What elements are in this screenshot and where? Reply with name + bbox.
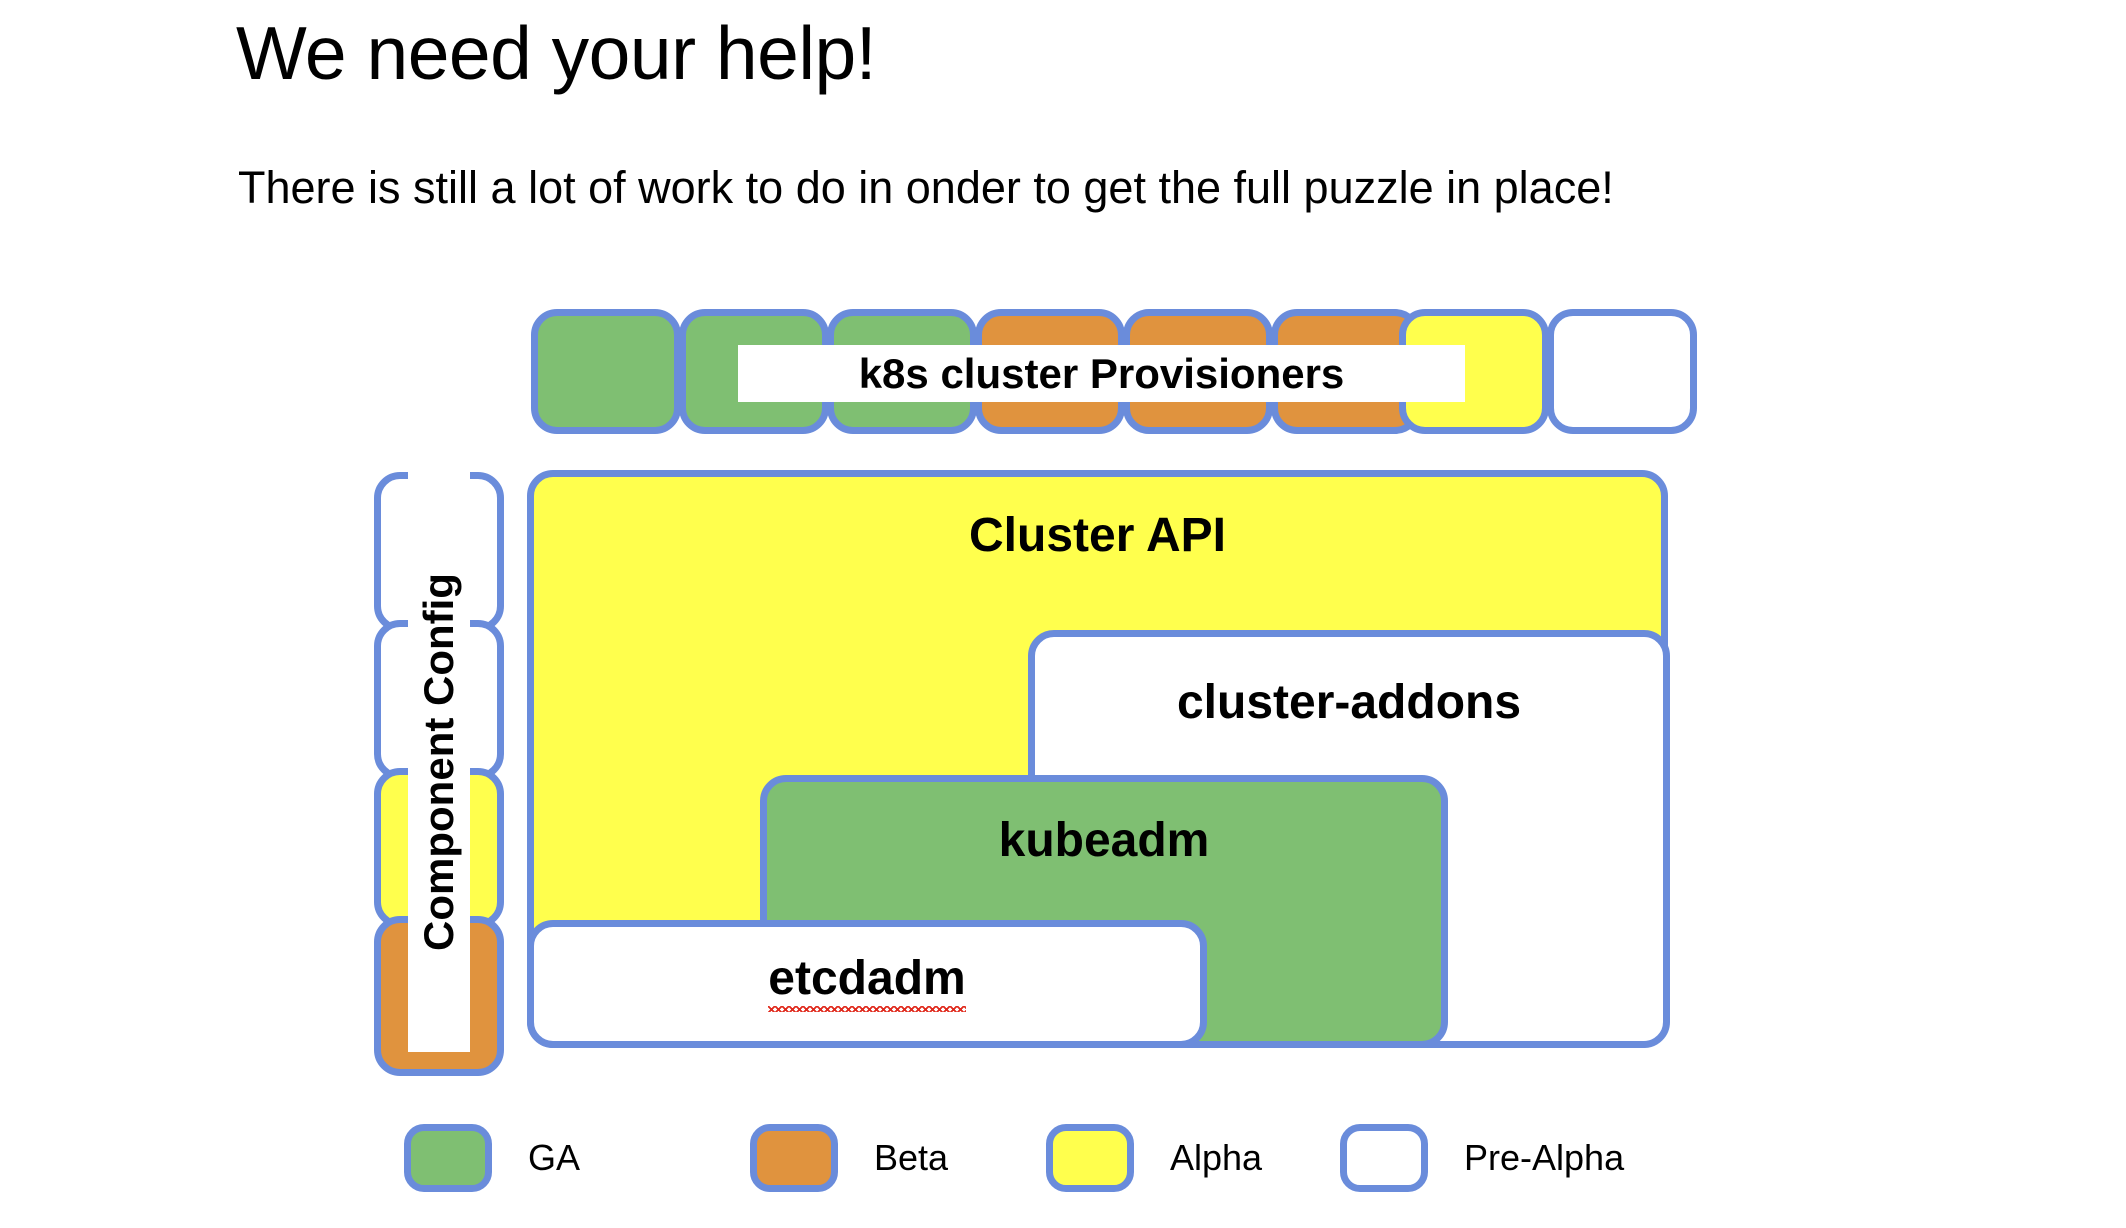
cluster-api-label: Cluster API — [969, 509, 1226, 562]
etcdadm-box[interactable]: etcdadm — [527, 920, 1207, 1048]
cluster-addons-label: cluster-addons — [1176, 676, 1522, 729]
component-config-label-plate: Component Config — [408, 472, 470, 1052]
etcdadm-label-wrap: etcdadm — [534, 952, 1200, 1012]
k8s-cluster-provisioners-label: k8s cluster Provisioners — [858, 349, 1345, 397]
legend-label-alpha: Alpha — [1170, 1137, 1263, 1178]
legend-label-pre-alpha: Pre-Alpha — [1464, 1137, 1625, 1178]
legend-item-alpha: Alpha — [1046, 1124, 1262, 1192]
legend-item-beta: Beta — [750, 1124, 948, 1192]
k8s-cluster-provisioners-label-plate: k8s cluster Provisioners — [738, 345, 1465, 402]
legend-label-beta: Beta — [874, 1137, 949, 1178]
provisioner-cell-8[interactable] — [1547, 309, 1697, 434]
maturity-legend: GA Beta Alpha Pre-Alpha — [0, 1124, 2126, 1204]
page-title: We need your help! — [236, 11, 877, 95]
page-subtitle: There is still a lot of work to do in on… — [238, 162, 1614, 213]
component-config-label: Component Config — [415, 573, 463, 951]
provisioner-cell-1[interactable] — [531, 309, 681, 434]
legend-swatch-alpha — [1046, 1124, 1134, 1192]
legend-swatch-beta — [750, 1124, 838, 1192]
legend-item-ga: GA — [404, 1124, 580, 1192]
legend-swatch-ga — [404, 1124, 492, 1192]
legend-item-pre-alpha: Pre-Alpha — [1340, 1124, 1624, 1192]
kubeadm-label: kubeadm — [998, 814, 1210, 867]
legend-swatch-pre-alpha — [1340, 1124, 1428, 1192]
etcdadm-label: etcdadm — [768, 952, 967, 1012]
legend-label-ga: GA — [528, 1137, 581, 1178]
